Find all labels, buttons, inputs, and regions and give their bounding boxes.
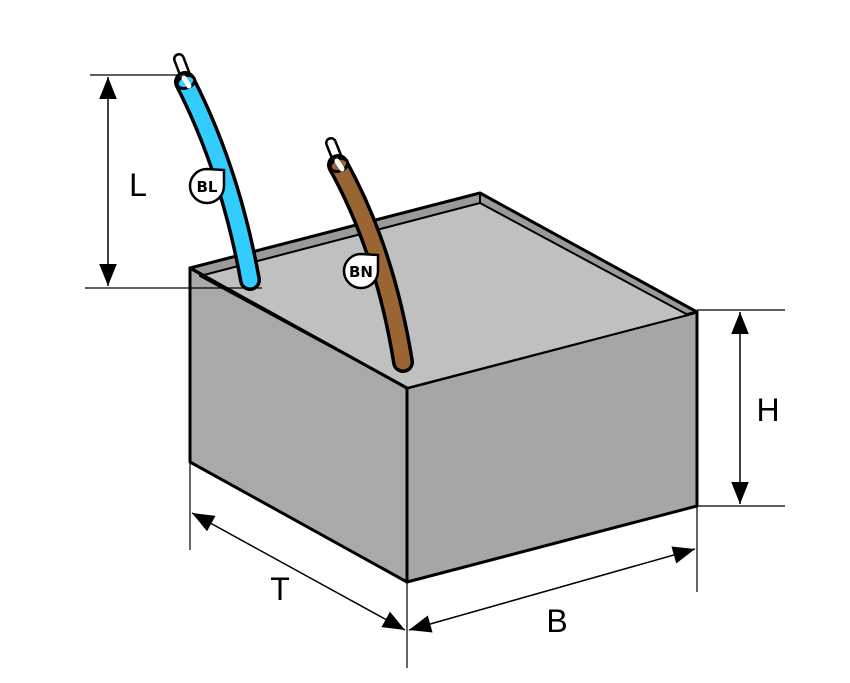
wire-tag-bn-label: BN <box>349 263 373 281</box>
box <box>188 191 699 584</box>
dimension-t: T <box>189 462 408 668</box>
dimension-l-label: L <box>129 167 147 203</box>
wire-tag-bl: BL <box>188 167 226 205</box>
wire-tag-bl-label: BL <box>197 178 218 196</box>
dimension-b: B <box>408 506 698 639</box>
dimension-t-label: T <box>270 571 290 607</box>
dimension-l: L <box>85 74 262 289</box>
dimension-h: H <box>697 309 785 507</box>
dimension-b-label: B <box>546 603 567 639</box>
wire-tag-bn: BN <box>342 252 380 290</box>
dimension-h-label: H <box>756 392 779 428</box>
